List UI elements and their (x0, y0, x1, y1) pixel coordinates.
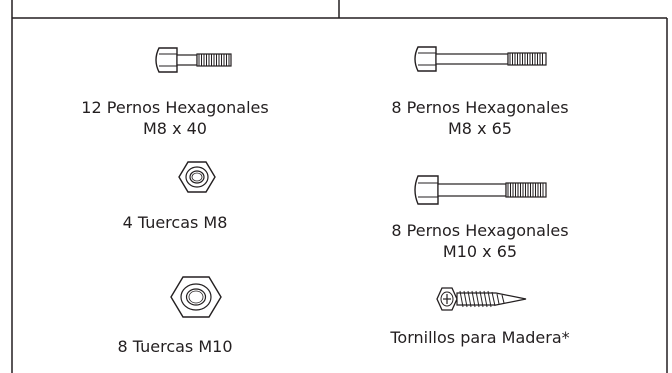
hex-bolt-m8x40-icon (155, 47, 232, 73)
nut-m10-label: 8 Tuercas M10 (117, 336, 232, 357)
hex-bolt-m8x65-icon (414, 46, 547, 72)
nut-m10-qty-type: 8 Tuercas M10 (117, 337, 233, 356)
bolt-m8x65-qty-type: 8 Pernos Hexagonales (391, 98, 569, 117)
bolt-m10x65-qty-type: 8 Pernos Hexagonales (391, 221, 569, 240)
bolt-m8x40-qty-type: 12 Pernos Hexagonales (81, 98, 269, 117)
bolt-m10x65-label: 8 Pernos Hexagonales M10 x 65 (391, 220, 568, 262)
wood-screw-qty-type: Tornillos para Madera* (390, 328, 570, 347)
wood-screw-icon (436, 287, 527, 311)
bolt-m8x65-size: M8 x 65 (448, 119, 512, 138)
hex-nut-m10-icon (170, 276, 222, 318)
bolt-m8x40-size: M8 x 40 (143, 119, 207, 138)
bolt-m8x40-label: 12 Pernos Hexagonales M8 x 40 (81, 97, 268, 139)
wood-screw-label: Tornillos para Madera* (390, 327, 569, 348)
bolt-m10x65-size: M10 x 65 (442, 242, 518, 261)
nut-m8-label: 4 Tuercas M8 (123, 212, 228, 233)
hex-nut-m8-icon (178, 161, 216, 193)
nut-m8-qty-type: 4 Tuercas M8 (122, 213, 228, 232)
bolt-m8x65-label: 8 Pernos Hexagonales M8 x 65 (391, 97, 568, 139)
hex-bolt-m10x65-icon (414, 175, 547, 205)
